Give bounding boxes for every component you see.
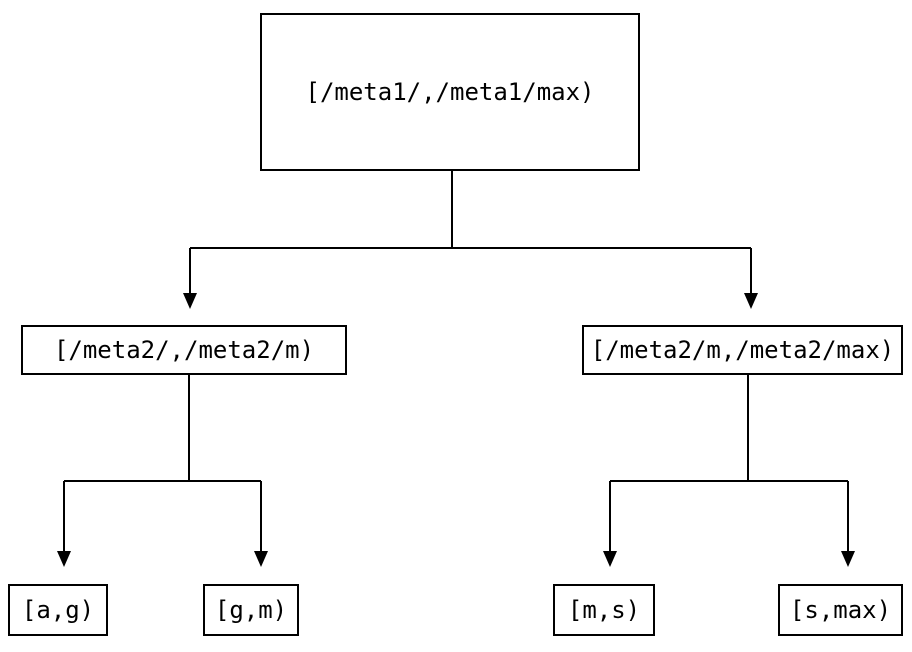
tree-node-leaf-smax-label: [s,max) [789,596,892,624]
arrowhead-meta2-left [183,293,197,309]
arrowhead-leaf-ms [603,551,617,567]
tree-node-leaf-gm: [g,m) [203,584,299,636]
tree-node-leaf-ms: [m,s) [553,584,655,636]
tree-node-leaf-ag: [a,g) [8,584,108,636]
arrowhead-meta2-right [744,293,758,309]
edge-meta2-left-to-leaves [57,375,268,567]
edge-root-to-level2 [183,171,758,309]
arrowhead-leaf-smax [841,551,855,567]
arrowhead-leaf-gm [254,551,268,567]
tree-node-leaf-ms-label: [m,s) [567,596,641,624]
tree-node-leaf-ag-label: [a,g) [21,596,95,624]
tree-node-leaf-smax: [s,max) [778,584,903,636]
tree-node-leaf-gm-label: [g,m) [214,596,288,624]
tree-node-root: [/meta1/,/meta1/max) [260,13,640,171]
tree-node-meta2-right: [/meta2/m,/meta2/max) [582,325,903,375]
edge-meta2-right-to-leaves [603,375,855,567]
tree-node-meta2-right-label: [/meta2/m,/meta2/max) [590,336,895,364]
tree-node-meta2-left-label: [/meta2/,/meta2/m) [53,336,315,364]
tree-node-root-label: [/meta1/,/meta1/max) [305,78,595,106]
tree-node-meta2-left: [/meta2/,/meta2/m) [21,325,347,375]
arrowhead-leaf-ag [57,551,71,567]
